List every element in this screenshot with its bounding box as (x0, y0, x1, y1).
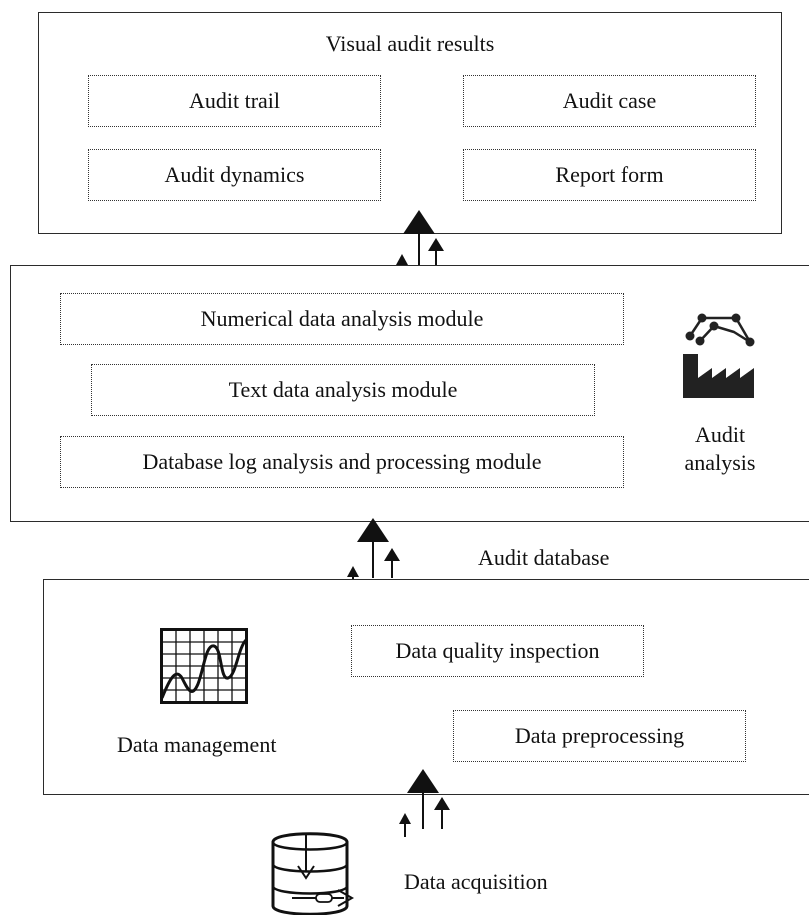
data-preprocessing-box: Data preprocessing (453, 710, 746, 762)
data-management-label: Data management (117, 732, 277, 757)
database-log-analysis-module-box: Database log analysis and processing mod… (60, 436, 624, 488)
report-form-box: Report form (463, 149, 756, 201)
audit-dynamics-box: Audit dynamics (88, 149, 381, 201)
data-quality-inspection-box: Data quality inspection (351, 625, 644, 677)
audit-database-label: Audit database (478, 545, 610, 570)
waveform-grid-icon (160, 628, 248, 704)
audit-analysis-label-line2: analysis (684, 450, 756, 475)
numerical-data-analysis-module-box: Numerical data analysis module (60, 293, 624, 345)
text-data-analysis-module-box: Text data analysis module (91, 364, 595, 416)
audit-analysis-label-line1: Audit (694, 422, 746, 447)
visual-audit-results-title: Visual audit results (325, 31, 495, 56)
upward-arrows-icon (399, 769, 450, 837)
database-cylinder-icon (271, 832, 355, 915)
data-acquisition-label: Data acquisition (404, 869, 548, 894)
audit-trail-box: Audit trail (88, 75, 381, 127)
factory-chart-icon (683, 313, 755, 398)
data-management-panel (43, 579, 809, 795)
audit-case-box: Audit case (463, 75, 756, 127)
upward-arrows-icon (347, 518, 400, 588)
